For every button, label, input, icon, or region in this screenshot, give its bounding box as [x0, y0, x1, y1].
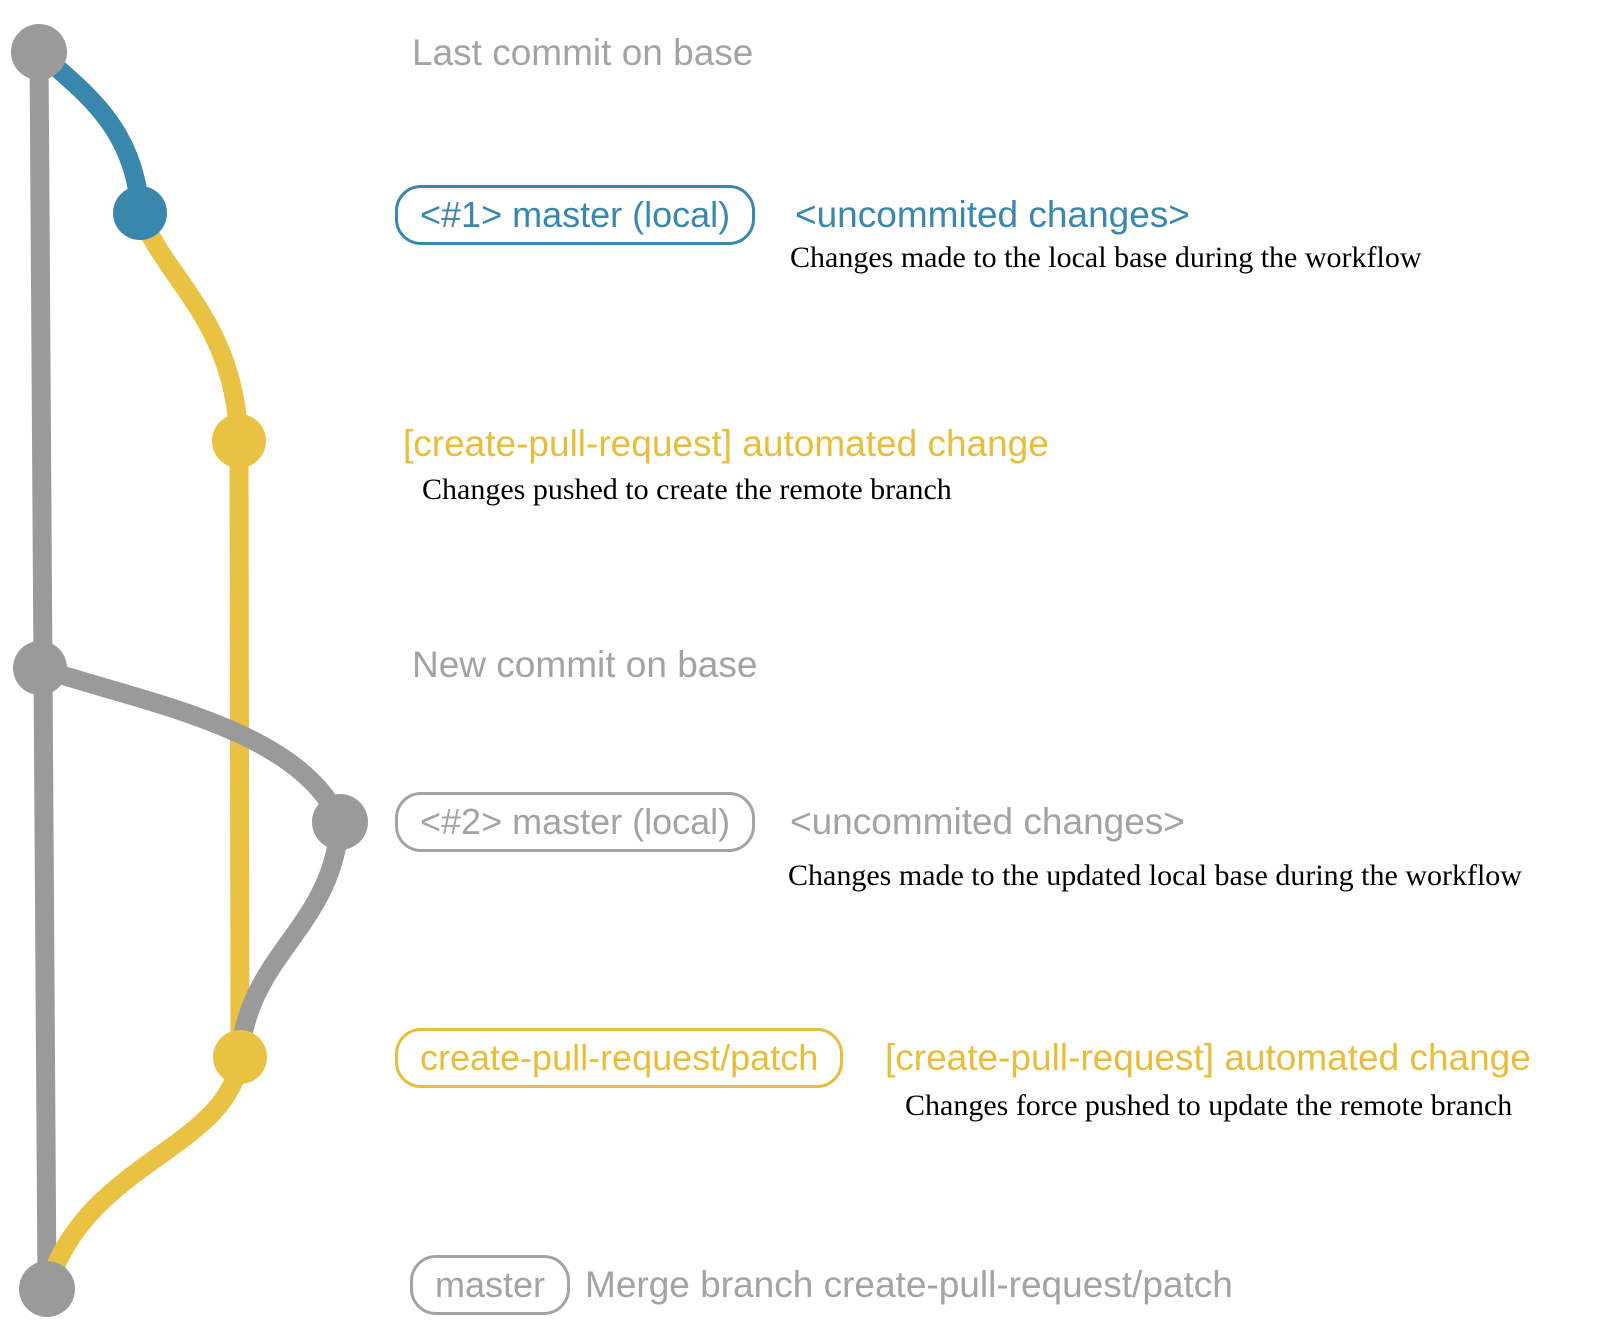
- local1-branch-curve: [29, 42, 150, 223]
- commit-dot-local1: [113, 186, 167, 240]
- annotation-patch-1: Changes pushed to create the remote bran…: [422, 473, 952, 506]
- commit-message-patch-1: [create-pull-request] automated change: [403, 423, 1049, 464]
- annotation-local-1: Changes made to the local base during th…: [790, 241, 1422, 274]
- badge-master: master: [410, 1255, 571, 1315]
- commit-message-local-1: <uncommited changes>: [795, 194, 1190, 235]
- commit-message-local-2: <uncommited changes>: [790, 801, 1185, 842]
- commit-dot-local2: [312, 794, 368, 850]
- commit-dot-merge: [19, 1261, 75, 1317]
- label-new-commit-on-base: New commit on base: [412, 644, 758, 685]
- patch-branch-curve-from-local1: [130, 203, 249, 451]
- commit-dot-patch2: [213, 1030, 267, 1084]
- commit-dot-new-base: [13, 641, 67, 695]
- local2-to-patch-curve: [231, 812, 350, 1055]
- commit-message-merge: Merge branch create-pull-request/patch: [585, 1264, 1233, 1305]
- commit-graph: [11, 24, 368, 1317]
- patch-merge-curve: [37, 1047, 250, 1299]
- commit-message-patch-2: [create-pull-request] automated change: [885, 1037, 1531, 1078]
- annotation-local-2: Changes made to the updated local base d…: [788, 859, 1522, 892]
- badge-patch-branch: create-pull-request/patch: [395, 1028, 844, 1088]
- badge-master-local-1: <#1> master (local): [395, 185, 756, 245]
- local2-branch-curve: [30, 658, 350, 832]
- patch-branch-line: [229, 431, 250, 1067]
- commit-dot-patch1: [212, 414, 266, 468]
- commit-dot-last-base: [11, 24, 67, 80]
- label-last-commit-on-base: Last commit on base: [412, 32, 754, 73]
- annotation-patch-2: Changes force pushed to update the remot…: [905, 1089, 1513, 1122]
- badge-master-local-2: <#2> master (local): [395, 792, 756, 852]
